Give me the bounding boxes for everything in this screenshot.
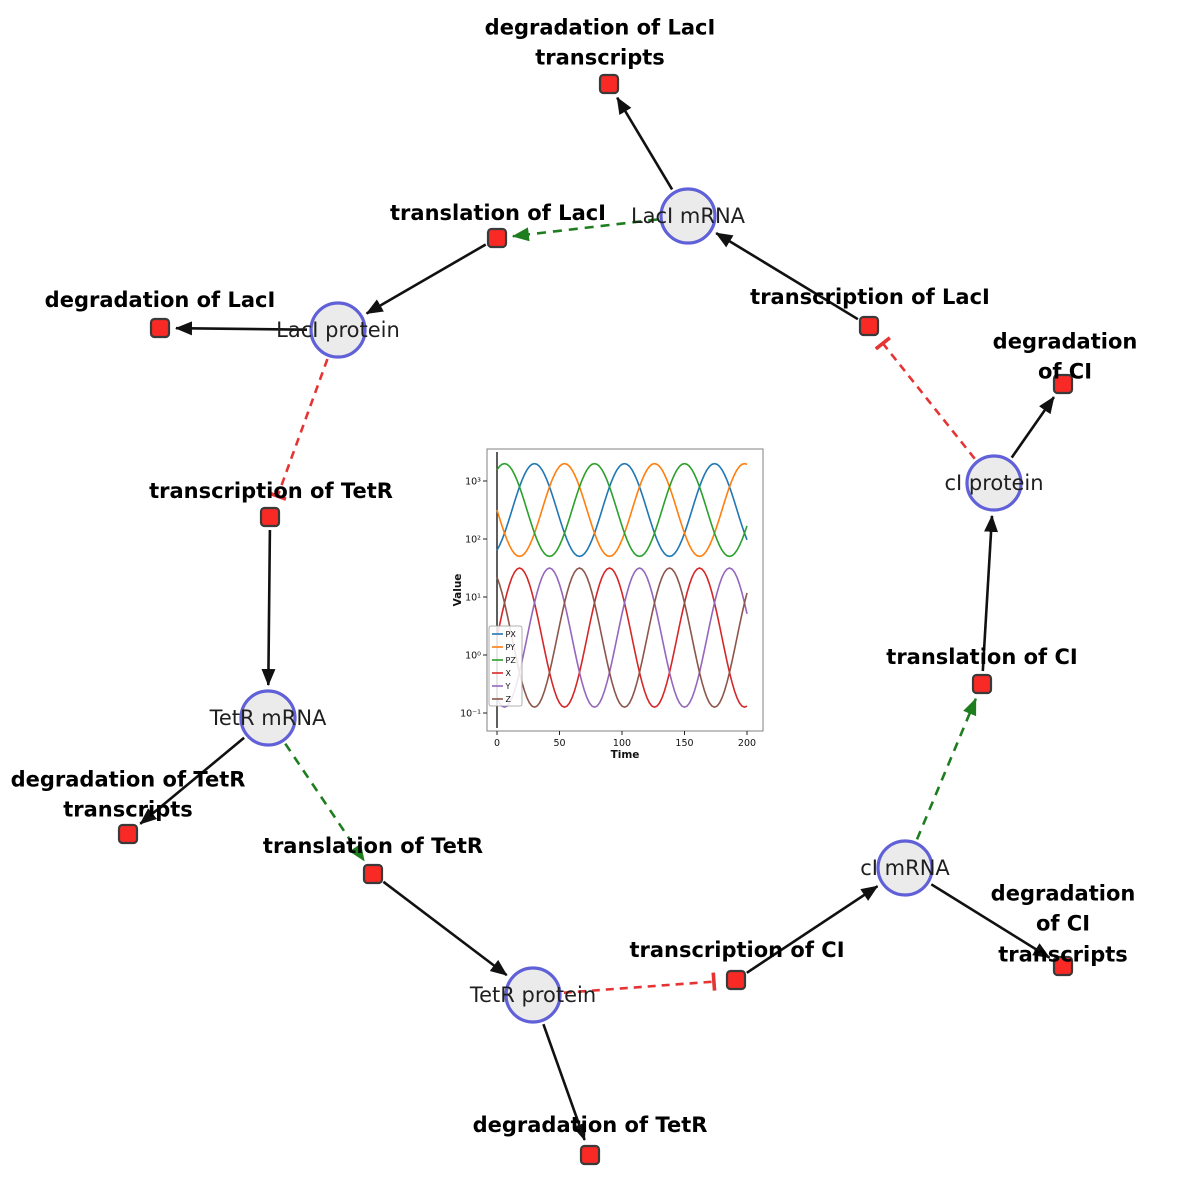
series-line-PX [496, 462, 748, 558]
edge-production-tl_tetr-tetr_protein [382, 880, 508, 977]
series-line-PZ [496, 462, 748, 558]
reaction-node-tx_ci[interactable] [725, 969, 747, 991]
reaction-node-deg_ci[interactable] [1052, 373, 1074, 395]
series-line-PY [496, 462, 748, 558]
x-tick-label: 50 [553, 738, 565, 749]
edge-consumption-tetr_protein-deg_tetr [542, 1023, 586, 1141]
species-node-laci_protein[interactable] [309, 301, 367, 359]
x-tick-label: 0 [494, 738, 500, 749]
y-tick-label: 10⁰ [465, 651, 481, 662]
y-axis-title: Value [452, 574, 464, 607]
chart-frame [486, 448, 764, 732]
edge-production-tl_ci-ci_protein [981, 514, 999, 672]
legend-label-PZ: PZ [506, 656, 517, 665]
edge-production-tx_ci-ci_mrna [746, 885, 879, 974]
reaction-node-tl_ci[interactable] [971, 673, 993, 695]
species-node-ci_protein[interactable] [965, 454, 1023, 512]
edge-inhibition-ci_protein-tx_laci [874, 336, 976, 460]
reaction-node-tx_laci[interactable] [858, 315, 880, 337]
x-tick-label: 100 [613, 738, 631, 749]
edge-consumption-tetr_mrna-deg_tetr_tx [139, 736, 245, 825]
edge-production-tx_tetr-tetr_mrna [261, 529, 276, 686]
reaction-node-deg_tetr[interactable] [579, 1144, 601, 1166]
reaction-node-tl_laci[interactable] [486, 227, 508, 249]
edge-consumption-ci_protein-deg_ci [1010, 396, 1055, 459]
reaction-node-deg_tetr_tx[interactable] [117, 823, 139, 845]
reaction-node-deg_laci_tx[interactable] [598, 73, 620, 95]
edge-translation-ci_mrna-tl_ci [915, 697, 977, 840]
y-tick-label: 10⁻¹ [460, 709, 481, 720]
x-tick-label: 150 [675, 738, 693, 749]
edge-inhibition-laci_protein-tx_tetr [268, 358, 329, 501]
series-line-Z [496, 567, 748, 709]
species-node-laci_mrna[interactable] [659, 187, 717, 245]
edge-production-tx_laci-laci_mrna [715, 231, 859, 321]
y-tick-label: 10¹ [465, 593, 481, 604]
species-node-tetr_protein[interactable] [504, 966, 562, 1024]
reaction-node-deg_laci[interactable] [149, 317, 171, 339]
edge-inhibition-tetr_protein-tx_ci [563, 972, 717, 994]
series-line-Y [496, 567, 748, 709]
edge-consumption-laci_protein-deg_laci [175, 321, 308, 336]
edge-translation-laci_mrna-tl_laci [511, 218, 658, 242]
edge-consumption-laci_mrna-deg_laci_tx [616, 96, 674, 191]
reaction-node-tl_tetr[interactable] [362, 863, 384, 885]
species-node-tetr_mrna[interactable] [239, 689, 297, 747]
legend-label-PX: PX [506, 630, 517, 639]
legend-label-PY: PY [506, 643, 516, 652]
edges-layer [139, 96, 1055, 1141]
edge-consumption-ci_mrna-deg_ci_tx [930, 883, 1051, 959]
edge-translation-tetr_mrna-tl_tetr [284, 742, 366, 862]
nodes-layer [117, 73, 1074, 1166]
legend-label-Y: Y [505, 682, 511, 691]
y-tick-label: 10³ [465, 477, 481, 488]
x-axis-title: Time [611, 749, 640, 761]
y-tick-label: 10² [465, 535, 481, 546]
reaction-node-deg_ci_tx[interactable] [1052, 955, 1074, 977]
legend-label-Z: Z [506, 695, 512, 704]
species-node-ci_mrna[interactable] [876, 839, 934, 897]
x-tick-label: 200 [738, 738, 756, 749]
reaction-node-tx_tetr[interactable] [259, 506, 281, 528]
chart-legend: PX PY PZ XYZ [488, 625, 523, 707]
series-line-X [496, 567, 748, 709]
edge-production-tl_laci-laci_protein [365, 243, 487, 315]
legend-label-X: X [506, 669, 512, 678]
